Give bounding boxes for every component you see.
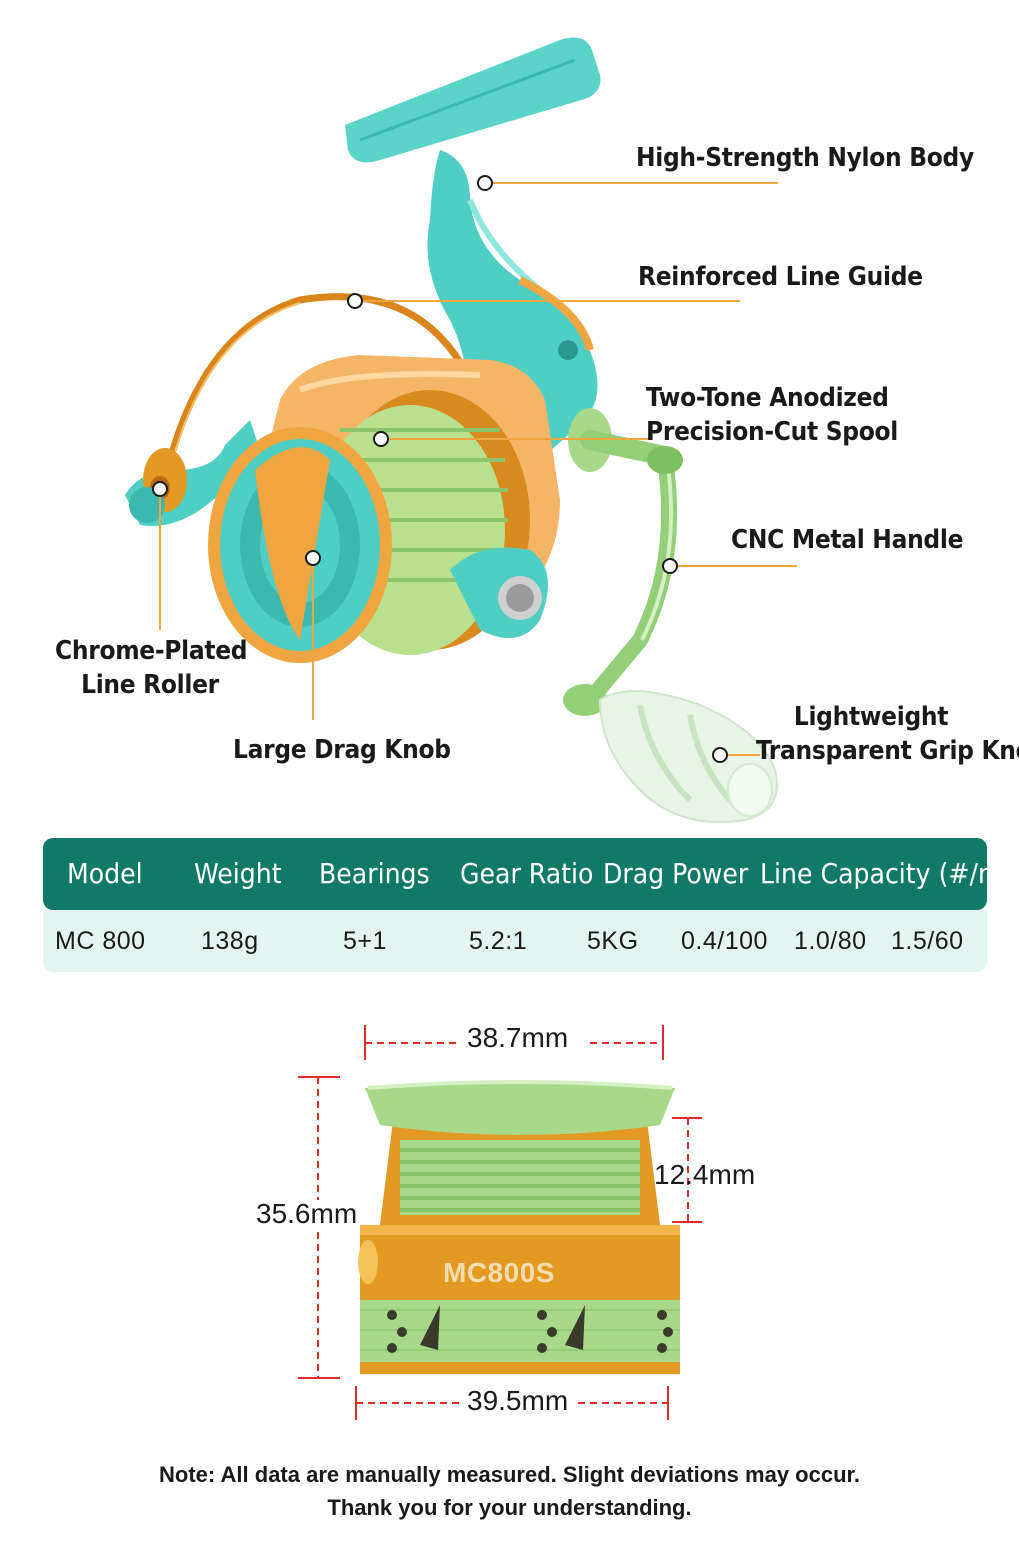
callout-roller-line2: Line Roller <box>81 670 219 700</box>
callout-body: High-Strength Nylon Body <box>636 143 974 173</box>
value-capacity-1: 0.4/100 <box>681 927 768 955</box>
dimension-line-depth: 12.4mm <box>654 1159 756 1190</box>
note-line1: Note: All data are manually measured. Sl… <box>159 1462 860 1487</box>
dimension-height: 35.6mm <box>256 1198 358 1229</box>
header-bearings: Bearings <box>319 857 430 890</box>
value-model: MC 800 <box>55 927 146 955</box>
value-capacity-3: 1.5/60 <box>891 927 964 955</box>
callout-line-guide: Reinforced Line Guide <box>638 262 923 292</box>
header-model: Model <box>67 857 143 890</box>
callout-spool: Two-Tone Anodized Precision-Cut Spool <box>646 381 898 449</box>
value-capacity-2: 1.0/80 <box>794 927 867 955</box>
specs-header: Model Weight Bearings Gear Ratio Drag Po… <box>43 838 1012 910</box>
value-gear-ratio: 5.2:1 <box>469 927 528 955</box>
callout-grip-line1: Lightweight <box>793 702 949 732</box>
callout-roller-line1: Chrome-Plated <box>55 636 248 666</box>
callout-drag-knob: Large Drag Knob <box>233 735 451 765</box>
callout-grip: Lightweight Transparent Grip Knob <box>756 700 1019 768</box>
reel-illustration <box>125 37 797 823</box>
dimension-lines <box>298 1025 702 1420</box>
value-weight: 138g <box>201 927 259 955</box>
header-weight: Weight <box>194 857 282 890</box>
leader-lines <box>159 182 797 756</box>
callout-roller: Chrome-Plated Line Roller <box>55 634 248 702</box>
callout-grip-line2: Transparent Grip Knob <box>756 736 1019 766</box>
dimension-bottom-width: 39.5mm <box>461 1385 575 1417</box>
dimension-top-width: 38.7mm <box>461 1022 575 1054</box>
side-knob <box>450 547 548 638</box>
header-drag-power: Drag Power <box>603 857 749 890</box>
callout-dots <box>152 175 728 763</box>
callout-spool-line1: Two-Tone Anodized <box>646 383 889 413</box>
header-line-capacity: Line Capacity (#/m) <box>760 857 1013 890</box>
spool-engraving: MC800S <box>443 1257 555 1288</box>
header-gear-ratio: Gear Ratio <box>460 857 594 890</box>
reel-foot <box>345 37 601 163</box>
grip-knob <box>598 690 778 823</box>
note-line2: Thank you for your understanding. <box>327 1495 692 1520</box>
value-drag-power: 5KG <box>587 927 639 955</box>
spool-body <box>358 1080 680 1374</box>
callout-handle: CNC Metal Handle <box>731 525 964 555</box>
drag-knob <box>208 427 392 663</box>
callout-spool-line2: Precision-Cut Spool <box>646 417 898 447</box>
spool-illustration <box>298 1025 702 1420</box>
specs-row: MC 800 138g 5+1 5.2:1 5KG 0.4/100 1.0/80… <box>43 910 987 972</box>
value-bearings: 5+1 <box>343 927 387 955</box>
